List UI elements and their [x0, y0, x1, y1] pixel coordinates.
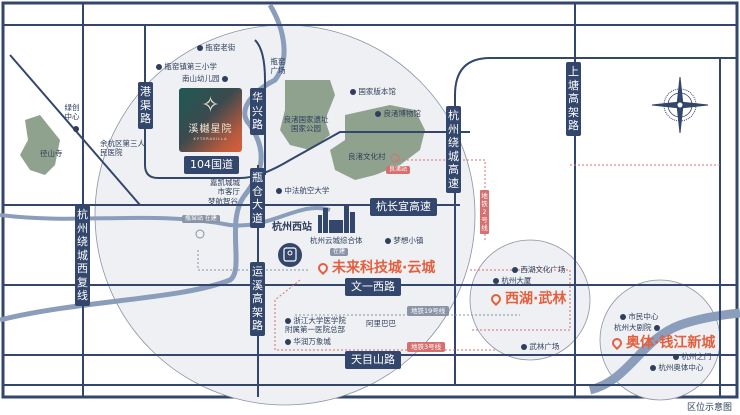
poi-grand-theater: 杭州大剧院: [614, 323, 660, 333]
poi-pingyao-3rd-school: 瓶窑镇第三小学: [156, 62, 217, 72]
poi-civic-center: 市民中心: [620, 312, 658, 322]
road-hangzhou-ring: 杭州绕城高速: [446, 106, 461, 193]
poi-city-hall: 嘉凯城城市客厅: [210, 178, 240, 196]
poi-dot-icon: [653, 325, 660, 331]
station-pingyao: 瓶窑站 在建: [182, 215, 220, 223]
poi-liangzhu-park: 良渚国家遗址国家公园: [283, 115, 329, 133]
metro-line-3: [274, 279, 495, 351]
poi-zhongfa-aviation: 中法航空大学: [276, 186, 329, 196]
road-wenyi-west: 文一西路: [345, 278, 401, 296]
poi-zju-hospital: 浙江大学医学院附属第一医院总部: [285, 316, 346, 334]
road-hangchangyi: 杭长宜高速: [370, 198, 437, 216]
green-liangzhu-park: [280, 80, 335, 150]
train-station-icon: [278, 243, 302, 267]
poi-dot-icon: [521, 344, 527, 350]
poi-dot-icon: [221, 76, 228, 82]
road-pingcang: 瓶仓大道: [250, 168, 265, 228]
road-huaxing: 华兴路: [250, 88, 265, 135]
poi-lvchuang-center: 绿创中心: [64, 103, 80, 121]
poi-hangzhou-tower: 杭州大厦: [493, 276, 531, 286]
location-pin-icon: [609, 335, 625, 351]
poi-yuhang-3rd-hospital: 余杭区第三人民医院: [100, 139, 145, 157]
poi-dream-town: 梦想小镇: [385, 236, 423, 246]
poi-dot-icon: [493, 278, 499, 284]
buildings-icon: [318, 205, 355, 233]
poi-dot-icon: [650, 365, 656, 371]
poi-hangzhou-west-station: 杭州西站: [272, 222, 312, 233]
poi-dot-icon: [385, 238, 391, 244]
compass-rose-icon: [651, 76, 709, 134]
poi-jingshan-temple: 径山寺: [40, 149, 63, 158]
metro-line-2-label: 地铁2号线: [480, 190, 489, 234]
poi-dot-icon: [375, 111, 381, 117]
poi-dot-icon: [73, 126, 79, 132]
poi-national-edition-museum: 国家版本馆: [350, 87, 396, 97]
project-subtitle: XYTERAVILLA: [193, 137, 228, 141]
road-yunxi: 运溪高架路: [250, 262, 265, 336]
location-pin-icon: [315, 260, 331, 276]
metro-line-19: [197, 250, 310, 271]
poi-liangzhu-culture-village: 良渚文化村: [348, 152, 386, 161]
project-name: 溪樾星院: [188, 124, 233, 135]
district-xihu-wulin: 西湖·武林: [488, 291, 566, 307]
road-hangzhou-west-belt: 杭州绕城西复线: [75, 205, 90, 306]
tag-under-construction: 在建: [330, 248, 349, 256]
road-tianmushan: 天目山路: [345, 351, 401, 369]
poi-dot-icon: [350, 89, 356, 95]
poi-dot-icon: [285, 339, 291, 345]
poi-dot-icon: [156, 64, 162, 70]
four-point-star-icon: ✧: [201, 93, 220, 118]
poi-dot-icon: [197, 45, 203, 51]
station-liangzhu: 良渚站: [386, 166, 411, 174]
map-caption: 区位示意图: [686, 403, 732, 413]
poi-dot-icon: [512, 267, 518, 273]
road-104: 104国道: [184, 156, 239, 174]
poi-yuncheng-complex: 杭州云城综合体: [310, 236, 363, 245]
river-east: [588, 308, 740, 395]
location-pin-icon: [488, 291, 504, 307]
poi-dot-icon: [285, 318, 291, 324]
district-future-tech-city: 未来科技城·云城: [315, 260, 435, 276]
poi-dot-icon: [673, 354, 679, 360]
metro-box-wulin: [470, 269, 571, 331]
poi-menghang-valley: 梦航智谷: [208, 197, 238, 206]
metro-line-19-label: 地铁19号线: [407, 306, 450, 316]
road-gangqu: 港渠路: [138, 82, 153, 129]
river-west: [0, 3, 287, 323]
metro-station-icon: [195, 229, 205, 239]
poi-pingyao-square: 瓶窑广场: [270, 57, 286, 75]
road-shangtang: 上塘高架路: [566, 62, 581, 136]
metro-line-3-label: 地铁3号线: [407, 342, 446, 352]
poi-dot-icon: [620, 314, 626, 320]
poi-alibaba: 阿里巴巴: [366, 319, 396, 328]
poi-pingyao-old-street: 瓶窑老街: [197, 43, 235, 53]
metro-station-icon: [390, 153, 400, 163]
poi-olympic-center: 杭州奥体中心: [650, 363, 703, 373]
metro-line-2: [395, 159, 486, 240]
green-liangzhu-village: [330, 105, 425, 180]
district-olympic-qianjiang: 奥体·钱江新城: [609, 335, 715, 351]
poi-wulin-square: 武林广场: [521, 342, 559, 352]
poi-nanshan-kindergarten: 南山幼儿园: [182, 74, 228, 84]
poi-hangzhou-gate: 杭州之门: [673, 352, 711, 362]
poi-huarun-mixc: 华润万象城: [285, 337, 331, 347]
green-jingshan: [20, 115, 60, 175]
poi-dot-icon: [276, 188, 282, 194]
project-logo: ✧ 溪樾星院 XYTERAVILLA: [179, 88, 242, 152]
poi-xihu-culture-square: 西湖文化广场: [512, 265, 565, 275]
poi-liangzhu-museum: 良渚博物馆: [375, 109, 421, 119]
